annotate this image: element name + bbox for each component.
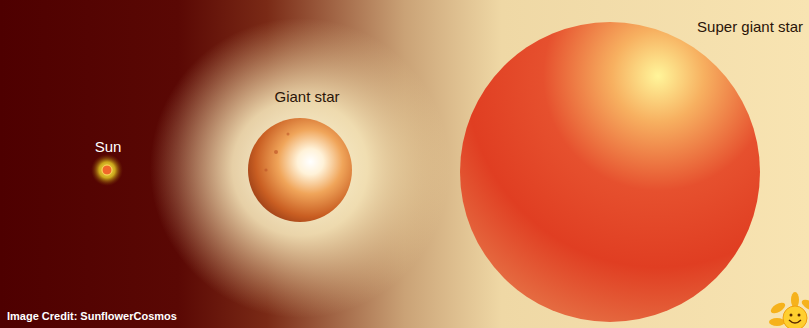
star-label: Giant star [274,88,339,106]
super-giant-star-disc [460,22,760,322]
star-label: Super giant star [697,18,803,36]
sun-glow [91,154,123,186]
image-credit: Image Credit: SunflowerCosmos [7,310,177,323]
sun-disc [102,165,112,175]
star-label: Sun [95,138,122,156]
giant-star-disc [248,118,352,222]
smiley-sun-logo [769,292,809,328]
